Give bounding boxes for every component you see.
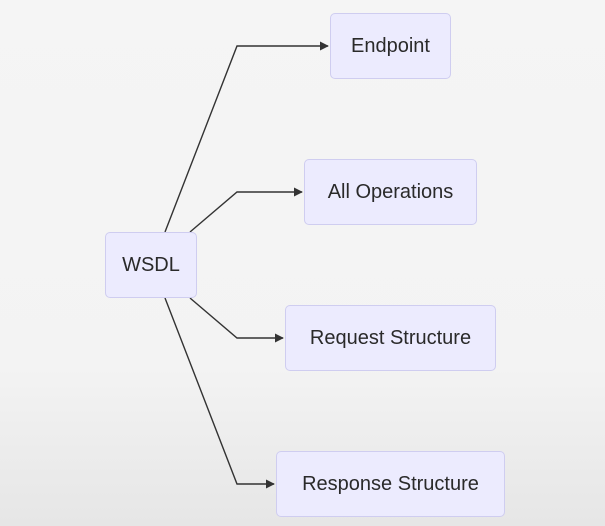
node-request-structure-label: Request Structure — [309, 326, 472, 349]
edge-wsdl-to-endpoint — [164, 41, 329, 233]
node-all-operations: All Operations — [304, 159, 477, 225]
edge-wsdl-to-all-operations — [189, 187, 303, 233]
node-wsdl-label: WSDL — [122, 253, 180, 276]
node-all-operations-label: All Operations — [327, 180, 454, 203]
node-request-structure: Request Structure — [285, 305, 496, 371]
node-response-structure: Response Structure — [276, 451, 505, 517]
edge-wsdl-to-request-structure — [189, 297, 284, 343]
node-endpoint: Endpoint — [330, 13, 451, 79]
edge-wsdl-to-response-structure — [164, 297, 275, 489]
node-response-structure-label: Response Structure — [302, 472, 479, 495]
node-endpoint-label: Endpoint — [351, 34, 430, 57]
node-wsdl: WSDL — [105, 232, 197, 298]
